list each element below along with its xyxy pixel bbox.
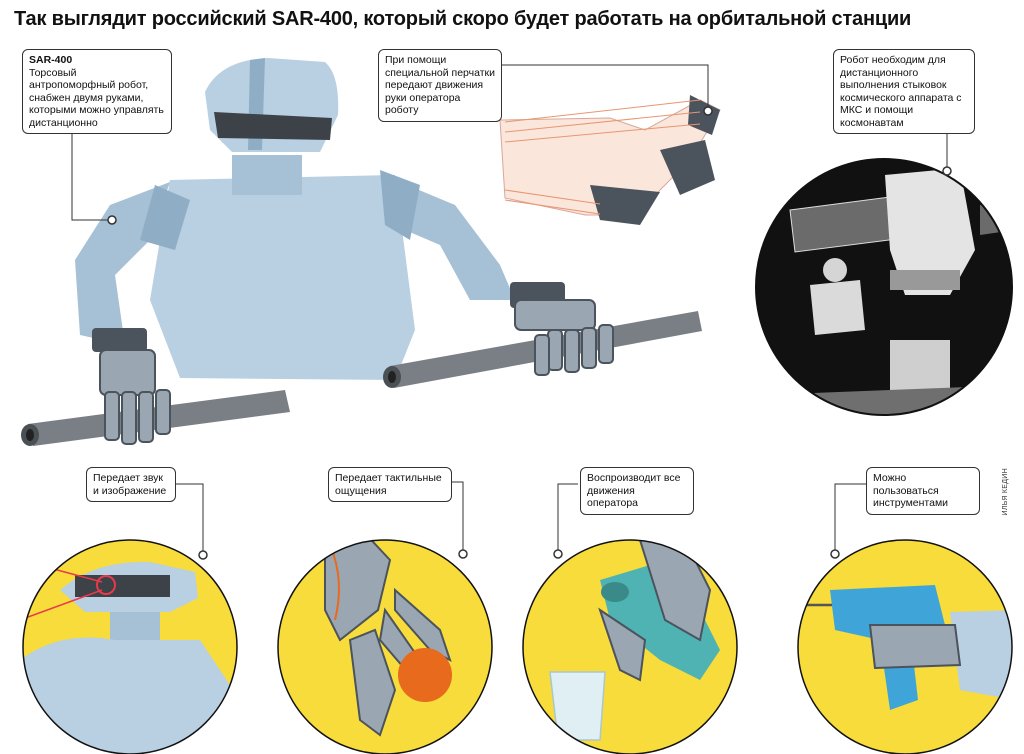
robot-hand-right xyxy=(514,299,614,376)
robot-hand-left xyxy=(99,349,171,445)
callout-sar400-text: Торсовый антропоморфный робот, снабжен д… xyxy=(29,66,164,129)
leader-dots xyxy=(107,106,952,560)
feature-circle-tactile xyxy=(278,540,492,754)
callout-sar400-heading: SAR-400 xyxy=(29,54,73,66)
callout-station-text: Робот необходим для дистанционного выпол… xyxy=(840,54,962,129)
callout-sar400: SAR-400 Торсовый антропоморфный робот, с… xyxy=(22,49,172,134)
page-title: Так выглядит российский SAR-400, который… xyxy=(14,8,912,30)
feature-circle-tools xyxy=(798,540,1012,754)
callout-sound: Передает звук и изображение xyxy=(86,467,176,502)
callout-motion-text: Воспроизводит все движения оператора xyxy=(587,472,681,509)
callout-tactile-text: Передает тактильные ощущения xyxy=(335,472,442,497)
feature-circle-sound xyxy=(23,540,237,754)
callout-tactile: Передает тактильные ощущения xyxy=(328,467,452,502)
robot-illustration xyxy=(75,58,565,380)
callout-glove: При помощи специальной перчатки передают… xyxy=(378,49,502,122)
callout-sound-text: Передает звук и изображение xyxy=(93,472,167,497)
callout-station: Робот необходим для дистанционного выпол… xyxy=(833,49,975,134)
station-photo xyxy=(756,159,1012,415)
feature-circle-motion xyxy=(523,540,737,754)
illustrator-credit: ИЛЬЯ КЕДИН xyxy=(1002,468,1009,516)
callout-tools: Можно пользоваться инструментами xyxy=(866,467,980,515)
callout-glove-text: При помощи специальной перчатки передают… xyxy=(385,54,495,116)
glove-illustration xyxy=(499,95,721,225)
callout-motion: Воспроизводит все движения оператора xyxy=(580,467,694,515)
callout-tools-text: Можно пользоваться инструментами xyxy=(873,472,949,509)
